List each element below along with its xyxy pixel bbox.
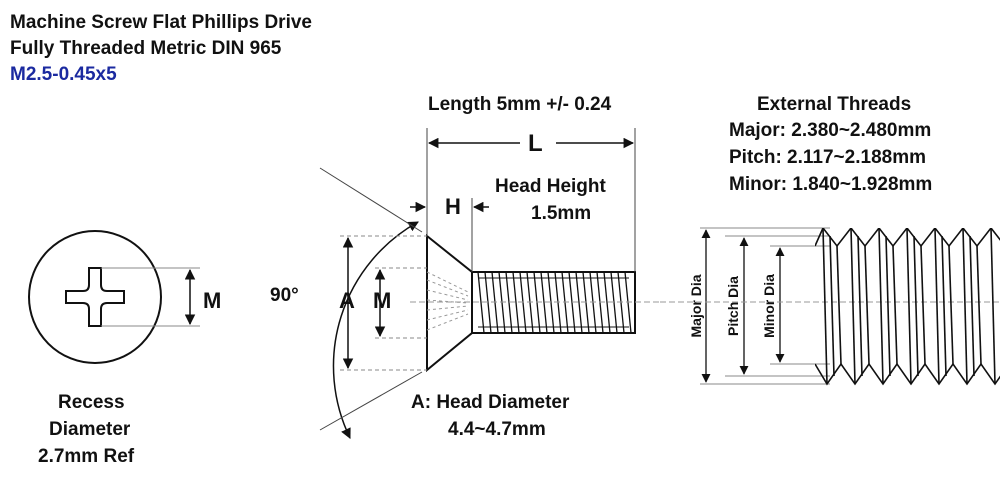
length-label: Length 5mm +/- 0.24 — [428, 94, 612, 115]
title-line-1: Machine Screw Flat Phillips Drive — [10, 12, 312, 33]
length-symbol: L — [528, 130, 543, 157]
phillips-recess-icon — [65, 267, 125, 327]
recess-label-line-1: Recess — [58, 392, 125, 413]
head-diameter-symbol: A — [339, 288, 355, 313]
head-diameter-label-line-1: A: Head Diameter — [411, 392, 570, 413]
head-height-label-line-1: Head Height — [495, 176, 606, 197]
threads-major: Major: 2.380~2.480mm — [729, 120, 932, 141]
major-dia-label: Major Dia — [688, 274, 704, 337]
head-height-label-line-2: 1.5mm — [531, 203, 592, 224]
screw-side-view — [319, 128, 660, 439]
angle-label: 90° — [270, 285, 299, 306]
minor-dia-label: Minor Dia — [761, 274, 777, 338]
part-number: M2.5-0.45x5 — [10, 64, 117, 85]
head-diameter-label-line-2: 4.4~4.7mm — [448, 419, 546, 440]
head-top-view — [28, 230, 200, 364]
pitch-dia-label: Pitch Dia — [725, 276, 741, 336]
recess-m-side-symbol: M — [373, 288, 392, 313]
angle-arc — [332, 221, 419, 439]
head-height-symbol: H — [445, 194, 461, 219]
threads-heading: External Threads — [757, 94, 912, 115]
threads-pitch: Pitch: 2.117~2.188mm — [729, 147, 926, 168]
title-line-2: Fully Threaded Metric DIN 965 — [10, 38, 282, 59]
recess-label-line-2: Diameter — [49, 419, 131, 440]
thread-detail-view: Major Dia Pitch Dia Minor Dia — [660, 227, 1000, 386]
recess-label-line-3: 2.7mm Ref — [38, 446, 135, 467]
threads-minor: Minor: 1.840~1.928mm — [729, 174, 933, 195]
recess-m-symbol: M — [203, 288, 222, 313]
